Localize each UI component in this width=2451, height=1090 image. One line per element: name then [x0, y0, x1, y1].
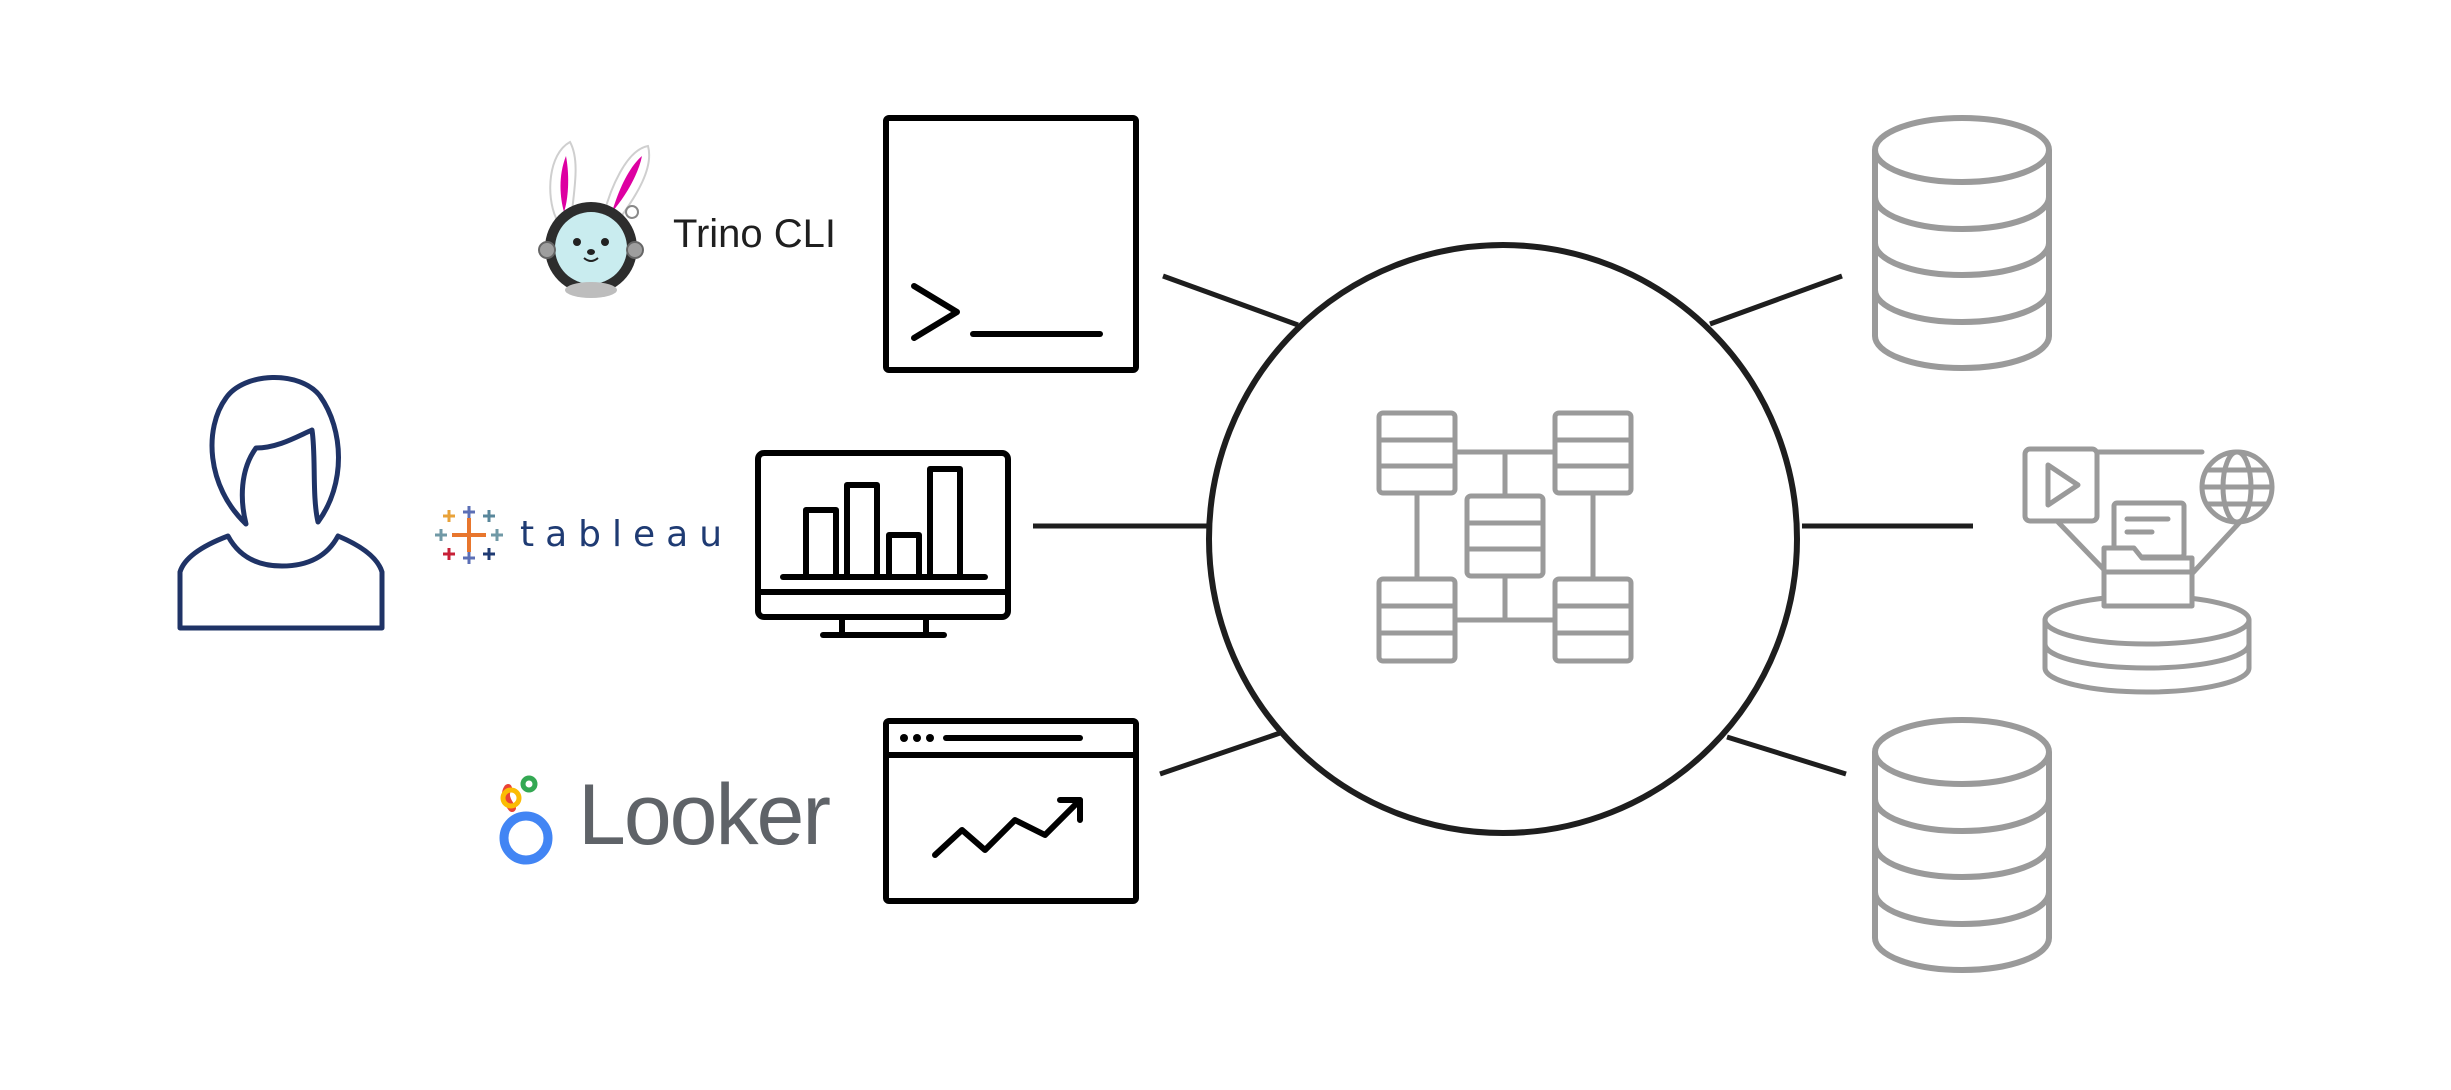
looker-logo — [499, 775, 553, 865]
browser-chart-icon — [883, 718, 1139, 904]
trino-bunny-logo — [538, 140, 651, 298]
tableau-plus-logo — [435, 506, 503, 564]
media-files-web-data-lake-icon — [2022, 446, 2275, 695]
database-icon — [1872, 115, 2052, 371]
dashboard-monitor-icon — [755, 450, 1011, 638]
db-top-connector — [1709, 273, 1843, 327]
distributed-nodes-icon — [1376, 410, 1634, 664]
browser-window-dots — [900, 734, 934, 742]
db-bottom-connector — [1726, 734, 1847, 777]
terminal-connector — [1162, 273, 1299, 328]
trino-cli-label: Trino CLI — [673, 212, 837, 256]
connector-lines — [1033, 273, 1973, 777]
looker-label: Looker — [578, 767, 831, 863]
database-icon — [1872, 717, 2052, 973]
browser-connector — [1159, 729, 1284, 777]
user-icon — [177, 375, 385, 631]
terminal-icon — [883, 115, 1139, 373]
tableau-label: tableau — [520, 514, 734, 555]
query-engine-hub — [1206, 242, 1800, 836]
